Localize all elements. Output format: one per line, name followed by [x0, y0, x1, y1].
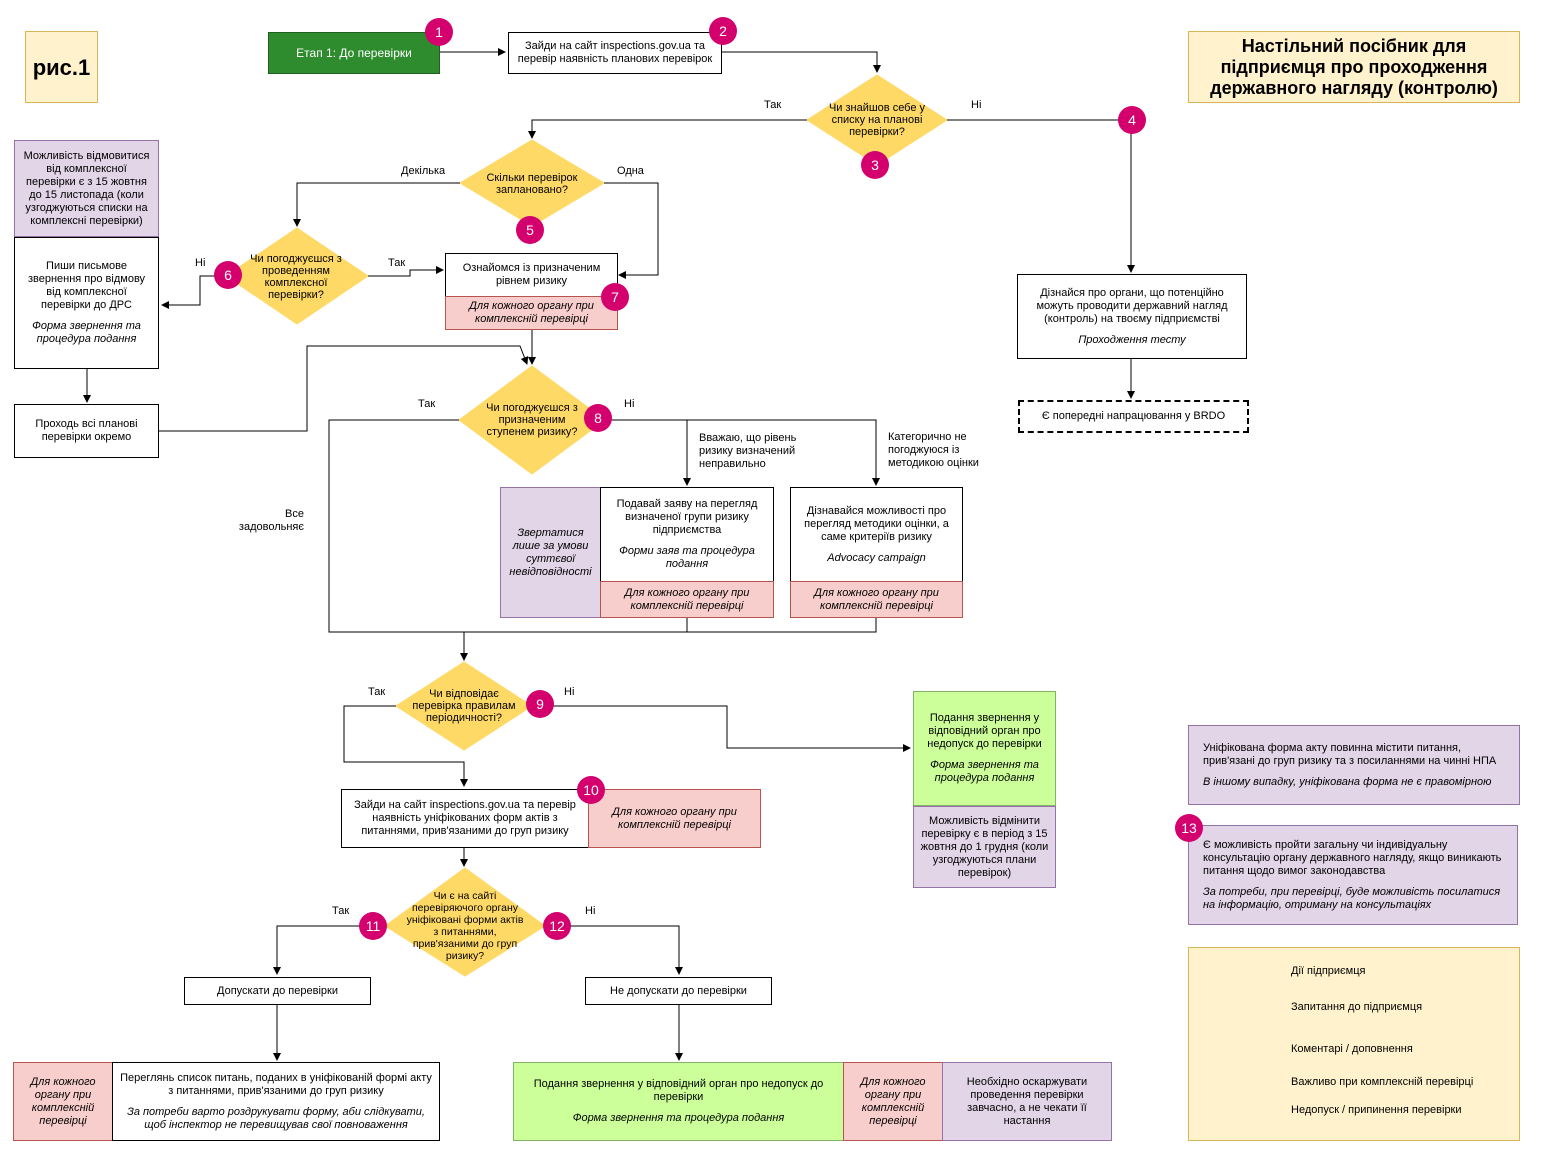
figure-label: рис.1	[25, 31, 98, 103]
unified-form-note: Уніфікована форма акту повинна містити п…	[1188, 725, 1520, 805]
appeal-top-form-link[interactable]: Форма звернення та процедура подання	[930, 759, 1039, 784]
step-badge-1: 1	[425, 18, 453, 46]
legend-label-stop: Недопуск / припинення перевірки	[1291, 1104, 1462, 1116]
learn-orgs-box: Дізнайся про органи, що потенційно можут…	[1017, 274, 1247, 359]
edge-forms-yes: Так	[332, 905, 350, 917]
learn-risk-box: Ознайомся із призначеним рівнем ризику	[445, 253, 618, 297]
write-refusal-text: Пиши письмове звернення про відмову від …	[27, 260, 146, 311]
disagree-method-label: Категорично не погоджуюся із методикою о…	[888, 431, 979, 469]
refusal-period-note: Можливість відмовитися від комплексної п…	[14, 140, 159, 237]
edge-period-no: Ні	[564, 686, 575, 698]
appeal-top-box: Подання звернення у відповідний орган пр…	[913, 691, 1056, 806]
page-title: Настільний посібник для підприємця про п…	[1188, 31, 1520, 103]
write-refusal-box: Пиши письмове звернення про відмову від …	[14, 237, 159, 369]
step-badge-7: 7	[601, 283, 629, 311]
stage-1-box: Етап 1: До перевірки	[268, 32, 440, 74]
step-badge-3: 3	[861, 151, 889, 179]
decision-agree-complex	[225, 227, 369, 325]
how-many-question: Скільки перевірок заплановано?	[486, 172, 578, 196]
agree-risk-question: Чи погоджуєшся з призначеним ступенем ри…	[486, 402, 578, 438]
consult-note: Є можливість пройти загальну чи індивіду…	[1188, 825, 1518, 925]
decision-shapes	[225, 74, 948, 977]
edge-several: Декілька	[401, 165, 446, 177]
step-badge-12: 12	[543, 912, 571, 940]
edge-complex-no: Ні	[195, 257, 206, 269]
legend-label-question: Запитання до підприємця	[1291, 1001, 1423, 1013]
submit-review-box: Подавай заяву на перегляд визначеної гру…	[600, 487, 774, 582]
appeal-top-text: Подання звернення у відповідний орган пр…	[927, 712, 1042, 750]
write-refusal-form-link[interactable]: Форма звернення та процедура подання	[32, 320, 141, 345]
appeal-bottom-box: Подання звернення у відповідний орган пр…	[513, 1062, 844, 1141]
step-badge-4: 4	[1118, 106, 1146, 134]
not-admit-box: Не допускати до перевірки	[585, 977, 772, 1005]
method-review-note: Для кожного органу при комплексній перев…	[790, 581, 963, 618]
brdo-box: Є попередні напрацювання у BRDO	[1018, 400, 1249, 433]
visit-site-box: Зайди на сайт inspections.gov.ua та пере…	[508, 32, 722, 74]
found-self-question: Чи знайшов себе у списку на планові пере…	[828, 102, 926, 138]
edge-found-yes: Так	[764, 99, 782, 111]
edge-one: Одна	[617, 165, 644, 177]
step-badge-11: 11	[359, 912, 387, 940]
forms-exist-question: Чи є на сайті перевіряючого органу уніфі…	[406, 890, 524, 962]
submit-review-form-link[interactable]: Форми заяв та процедура подання	[619, 545, 755, 570]
legend-label-comments: Коментарі / доповнення	[1291, 1043, 1413, 1055]
apply-only-note: Звертатися лише за умови суттєвої невідп…	[500, 487, 601, 618]
method-review-box: Дізнавайся можливості про перегляд метод…	[790, 487, 963, 582]
edge-found-no: Ні	[971, 99, 982, 111]
periodicity-question: Чи відповідає перевірка правилам періоди…	[412, 688, 516, 724]
learn-orgs-test-link[interactable]: Проходження тесту	[1078, 333, 1186, 346]
step-badge-9: 9	[526, 690, 554, 718]
edge-risk-no: Ні	[624, 398, 635, 410]
unified-form-sub: В іншому випадку, уніфікована форма не є…	[1203, 775, 1492, 788]
learn-orgs-text: Дізнайся про органи, що потенційно можут…	[1036, 286, 1228, 325]
review-list-tip: За потреби варто роздрукувати форму, аби…	[127, 1105, 425, 1131]
cancel-period-note: Можливість відмінити перевірку є в періо…	[913, 806, 1056, 888]
step-badge-13: 13	[1175, 814, 1203, 842]
edge-risk-yes: Так	[418, 398, 436, 410]
method-review-text: Дізнавайся можливості про перегляд метод…	[804, 504, 949, 543]
edge-complex-yes: Так	[388, 257, 406, 269]
learn-risk-note: Для кожного органу при комплексній перев…	[445, 296, 618, 330]
submit-review-text: Подавай заяву на перегляд визначеної гру…	[616, 498, 758, 536]
all-ok-label: Все задовольняє	[238, 508, 304, 533]
step-badge-10: 10	[577, 776, 605, 804]
step-badge-5: 5	[516, 216, 544, 244]
agree-complex-question: Чи погоджуєшся з проведенням комплексної…	[250, 253, 342, 301]
appeal-bottom-text: Подання звернення у відповідний орган пр…	[533, 1078, 824, 1103]
edge-forms-no: Ні	[585, 905, 596, 917]
step-badge-2: 2	[709, 17, 737, 45]
legend-label-important: Важливо при комплексній перевірці	[1291, 1076, 1474, 1088]
visit-forms-box: Зайди на сайт inspections.gov.ua та пере…	[341, 789, 589, 848]
pass-all-box: Проходь всі планові перевірки окремо	[14, 404, 159, 458]
visit-forms-note: Для кожного органу при комплексній перев…	[588, 789, 761, 848]
legend-label-actions: Дії підприємця	[1291, 965, 1366, 977]
legend-box	[1188, 947, 1520, 1141]
unified-form-text: Уніфікована форма акту повинна містити п…	[1203, 741, 1497, 767]
edge-period-yes: Так	[368, 686, 386, 698]
consider-wrong-label: Вважаю, що рівень ризику визначений непр…	[699, 432, 797, 470]
admit-note: Для кожного органу при комплексній перев…	[13, 1062, 113, 1141]
decision-forms-exist	[384, 867, 546, 977]
submit-review-note: Для кожного органу при комплексній перев…	[600, 581, 774, 618]
step-badge-8: 8	[584, 404, 612, 432]
connector-lines	[83, 48, 1135, 1061]
review-list-box: Переглянь список питань, поданих в уніфі…	[112, 1062, 440, 1141]
consult-text: Є можливість пройти загальну чи індивіду…	[1203, 838, 1502, 877]
admit-box: Допускати до перевірки	[184, 977, 371, 1005]
contest-note: Необхідно оскаржувати проведення перевір…	[942, 1062, 1112, 1141]
appeal-bottom-note: Для кожного органу при комплексній перев…	[843, 1062, 943, 1141]
decision-periodicity	[395, 661, 533, 751]
step-badge-6: 6	[214, 261, 242, 289]
decision-agree-risk	[458, 365, 606, 475]
advocacy-campaign-link[interactable]: Advocacy campaign	[827, 551, 926, 564]
review-list-text: Переглянь список питань, поданих в уніфі…	[120, 1071, 432, 1097]
consult-sub: За потреби, при перевірці, буде можливіс…	[1203, 885, 1501, 911]
appeal-bottom-form-link[interactable]: Форма звернення та процедура подання	[572, 1112, 785, 1124]
